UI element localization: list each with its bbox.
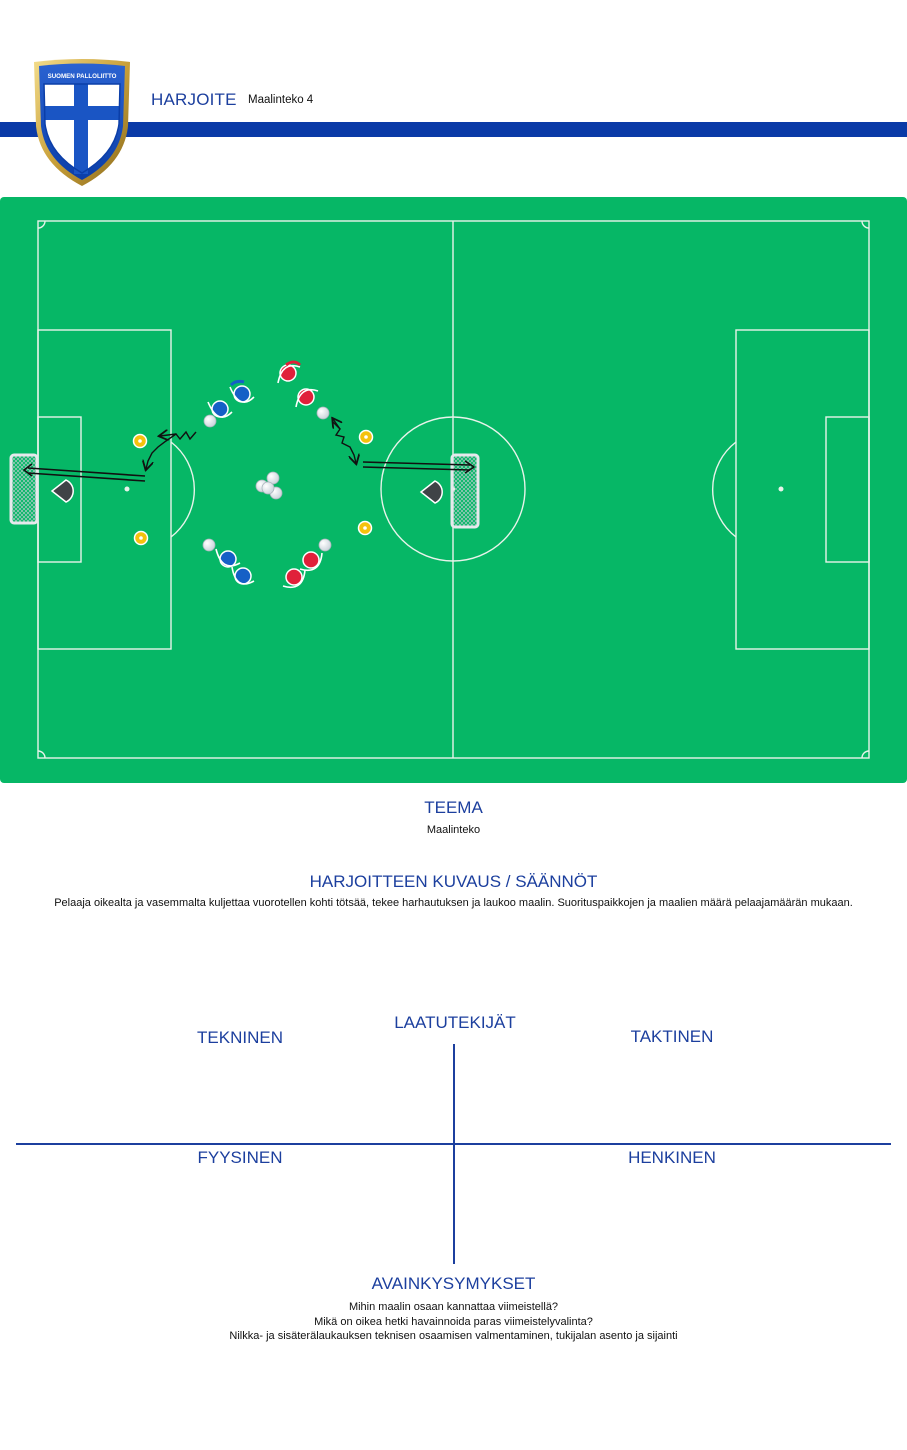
player-blue [207,400,233,418]
mannequin-right [419,480,443,504]
goal-center [450,453,480,529]
key-questions-list: Mihin maalin osaan kannattaa viimeistell… [0,1300,907,1344]
ball [203,414,217,428]
cone [132,433,148,449]
penalty-spot-left [124,486,130,492]
quality-technical-label: TEKNINEN [197,1028,283,1047]
key-questions-heading: AVAINKYSYMYKSET [371,1274,536,1293]
ball [202,538,216,552]
ball-pile [255,471,283,500]
logo-text: SUOMEN PALLOLIITTO [48,73,117,80]
cone [357,520,373,536]
shot-path-left [22,463,146,482]
key-question-item: Mihin maalin osaan kannattaa viimeistell… [348,1301,559,1313]
ball [316,406,330,420]
mannequin-left [50,479,74,503]
player-red [295,388,319,408]
quadrant-divider-vertical [453,1044,455,1264]
dribble-path-left [146,430,197,469]
quality-physical-label: FYYSINEN [197,1148,283,1167]
page-subtitle: Maalinteko 4 [248,94,314,106]
dribble-path-left-b [160,434,177,436]
teema-heading: TEEMA [424,798,483,817]
quality-mental-label: HENKINEN [628,1148,716,1167]
page-title: HARJOITE [151,90,237,109]
goal-left [9,453,39,525]
teema-text: Maalinteko [426,824,481,836]
ball [318,538,332,552]
dribble-path-right [332,421,356,463]
player-red [282,568,306,589]
penalty-spot-right [778,486,784,492]
description-heading: HARJOITTEEN KUVAUS / SÄÄNNÖT [309,872,598,891]
player-red [299,551,323,572]
header-stripe [0,122,907,137]
dribble-path-right-b [333,419,340,430]
description-text: Pelaaja oikealta ja vasemmalta kuljettaa… [54,897,853,909]
player-blue [215,548,241,568]
football-pitch-diagram [0,197,907,783]
player-blue [231,566,255,585]
key-question-item: Nilkka- ja sisäterälaukauksen teknisen o… [229,1330,678,1342]
player-blue [229,379,255,403]
suomen-palloliitto-logo: SUOMEN PALLOLIITTO [30,56,134,188]
quality-tactical-label: TAKTINEN [630,1027,714,1046]
quality-heading: LAATUTEKIJÄT [394,1013,516,1032]
shot-path-right [362,460,476,474]
cone [358,429,374,445]
player-red [277,360,302,384]
cone [133,530,149,546]
key-question-item: Mikä on oikea hetki havainnoida paras vi… [314,1315,593,1328]
